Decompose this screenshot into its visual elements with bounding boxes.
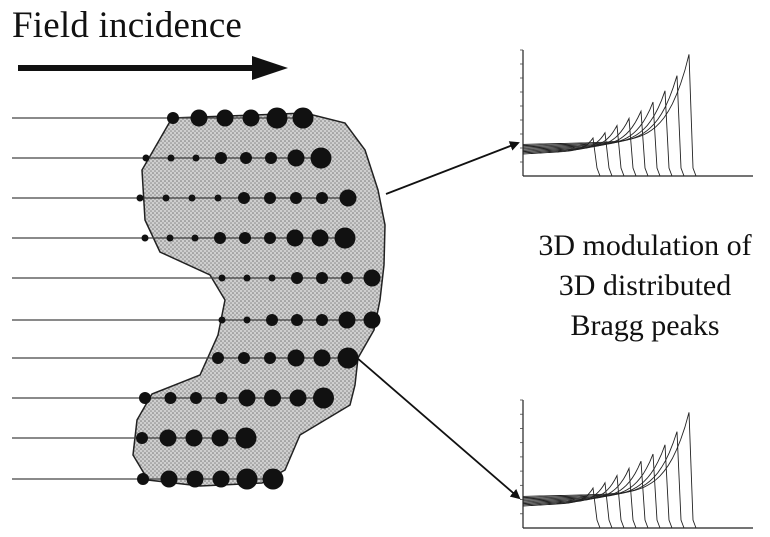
bragg-spot: [214, 232, 226, 244]
bragg-spot: [312, 230, 329, 247]
bragg-spot: [341, 272, 353, 284]
bragg-curve: [523, 133, 612, 176]
bragg-spot: [338, 348, 359, 369]
bragg-spot: [142, 235, 149, 242]
bragg-spot: [316, 272, 328, 284]
bragg-spot: [244, 275, 251, 282]
bragg-spot: [217, 110, 234, 127]
caption-line-3: Bragg peaks: [520, 306, 770, 346]
bragg-spot: [167, 235, 174, 242]
bragg-spot: [215, 195, 222, 202]
bragg-spot: [269, 275, 276, 282]
bragg-spot: [290, 192, 302, 204]
bragg-spot: [364, 270, 381, 287]
bragg-spot: [340, 190, 357, 207]
bragg-spot: [267, 108, 288, 129]
pointer-arrow-bottom: [356, 357, 519, 498]
bragg-spot: [236, 428, 257, 449]
bragg-spot: [212, 352, 224, 364]
bragg-plot-top: [520, 50, 753, 176]
bragg-spot: [316, 192, 328, 204]
bragg-spot: [160, 430, 177, 447]
bragg-spot: [219, 275, 226, 282]
bragg-spot: [263, 469, 284, 490]
bragg-spot: [264, 232, 276, 244]
bragg-curve: [523, 76, 684, 176]
bragg-spot: [139, 392, 151, 404]
bragg-spot: [264, 352, 276, 364]
bragg-spot: [239, 390, 256, 407]
bragg-spot: [364, 312, 381, 329]
bragg-spot: [167, 112, 179, 124]
bragg-curve: [523, 54, 696, 176]
bragg-spot: [288, 150, 305, 167]
bragg-spot: [240, 152, 252, 164]
bragg-curve: [523, 432, 684, 528]
bragg-spot: [190, 392, 202, 404]
bragg-spot: [238, 352, 250, 364]
bragg-curve: [523, 488, 600, 528]
bragg-spot: [216, 392, 228, 404]
bragg-curve: [523, 412, 696, 528]
bragg-curve: [523, 445, 672, 528]
bragg-curve: [523, 102, 660, 176]
bragg-spot: [264, 192, 276, 204]
bragg-spot: [290, 390, 307, 407]
bragg-spot: [213, 471, 230, 488]
bragg-spot: [193, 155, 200, 162]
bragg-spot: [314, 350, 331, 367]
bragg-spot: [288, 350, 305, 367]
bragg-spot: [143, 155, 150, 162]
caption: 3D modulation of 3D distributed Bragg pe…: [520, 226, 770, 346]
bragg-spot: [189, 195, 196, 202]
bragg-spot: [191, 110, 208, 127]
bragg-spot: [316, 314, 328, 326]
bragg-spot: [313, 388, 334, 409]
bragg-spot: [287, 230, 304, 247]
bragg-spot: [187, 471, 204, 488]
bragg-spot: [137, 195, 144, 202]
bragg-spot: [165, 392, 177, 404]
bragg-spot: [237, 469, 258, 490]
bragg-spot: [238, 192, 250, 204]
bragg-spot: [163, 195, 170, 202]
bragg-plot-bottom: [520, 400, 753, 528]
bragg-spot: [215, 152, 227, 164]
bragg-spot: [335, 228, 356, 249]
bragg-spot: [264, 390, 281, 407]
field-incidence-arrow: [18, 56, 288, 80]
bragg-spot: [265, 152, 277, 164]
caption-line-2: 3D distributed: [520, 266, 770, 306]
pointer-arrow-top: [386, 143, 518, 194]
bragg-spot: [291, 314, 303, 326]
bragg-spot: [339, 312, 356, 329]
bragg-spot: [244, 317, 251, 324]
bragg-curve: [523, 91, 672, 176]
bragg-spot: [293, 108, 314, 129]
bragg-spot: [291, 272, 303, 284]
caption-line-1: 3D modulation of: [520, 226, 770, 266]
bragg-spot: [186, 430, 203, 447]
bragg-spot: [212, 430, 229, 447]
bragg-spot: [136, 432, 148, 444]
bragg-spot: [161, 471, 178, 488]
bragg-spot: [192, 235, 199, 242]
bragg-spot: [168, 155, 175, 162]
bragg-spot: [137, 473, 149, 485]
bragg-spot: [239, 232, 251, 244]
bragg-spot: [219, 317, 226, 324]
bragg-spot: [311, 148, 332, 169]
bragg-spot: [243, 110, 260, 127]
bragg-spot: [266, 314, 278, 326]
